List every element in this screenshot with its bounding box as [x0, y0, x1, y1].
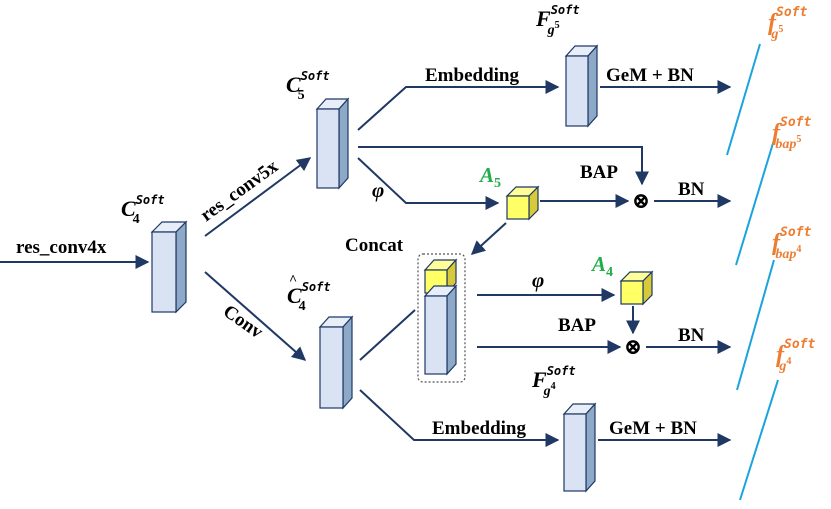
label-embedding-bottom: Embedding: [432, 418, 526, 439]
label-gem-bn-bottom: GeM + BN: [609, 418, 697, 439]
separator-4: [739, 379, 779, 501]
block-c5: [315, 97, 350, 190]
label-gem-bn-top: GeM + BN: [606, 65, 694, 86]
arrow-c4-to-c5: [204, 157, 312, 237]
label-phi-top: φ: [372, 178, 384, 202]
arrow-c4hat-embedding: [359, 389, 560, 447]
block-c4: [150, 220, 188, 314]
label-res-conv5x: res_conv5x: [197, 156, 283, 226]
label-res-conv4x: res_conv4x: [16, 237, 107, 258]
label-bap-bottom: BAP: [558, 315, 596, 336]
label-concat: Concat: [345, 235, 404, 256]
block-concat: [417, 253, 466, 383]
separators: [726, 43, 779, 501]
separator-1: [726, 43, 761, 156]
arrow-a5-to-concat: [470, 222, 507, 255]
label-conv: Conv: [219, 301, 267, 343]
otimes-top-icon: ⊗: [632, 188, 650, 213]
separator-2: [735, 139, 775, 266]
label-a5: A5: [478, 163, 501, 191]
separator-3: [736, 259, 775, 391]
arrow-c4-to-c4hat: [204, 271, 307, 361]
label-embedding-top: Embedding: [425, 65, 519, 86]
label-a4: A4: [590, 252, 613, 280]
arrow-c5-to-bap: [358, 146, 649, 186]
cube-a5: [505, 185, 540, 221]
hat-accent-icon: ^: [289, 273, 297, 288]
block-fg5: [564, 44, 599, 128]
cube-a4: [619, 270, 654, 306]
connections: [0, 80, 732, 447]
concat-frame: [417, 253, 466, 383]
label-bn-bottom: BN: [678, 325, 705, 346]
label-bn-top: BN: [678, 179, 705, 200]
label-bap-top: BAP: [580, 162, 618, 183]
otimes-bottom-icon: ⊗: [624, 334, 642, 359]
label-phi-mid: φ: [532, 268, 544, 292]
arrow-c5-embedding: [357, 80, 560, 131]
arrow-c5-phi: [357, 157, 500, 210]
block-fg4: [562, 402, 597, 493]
block-c4-hat: [318, 315, 354, 410]
line-c4hat-to-concat: [359, 309, 416, 361]
